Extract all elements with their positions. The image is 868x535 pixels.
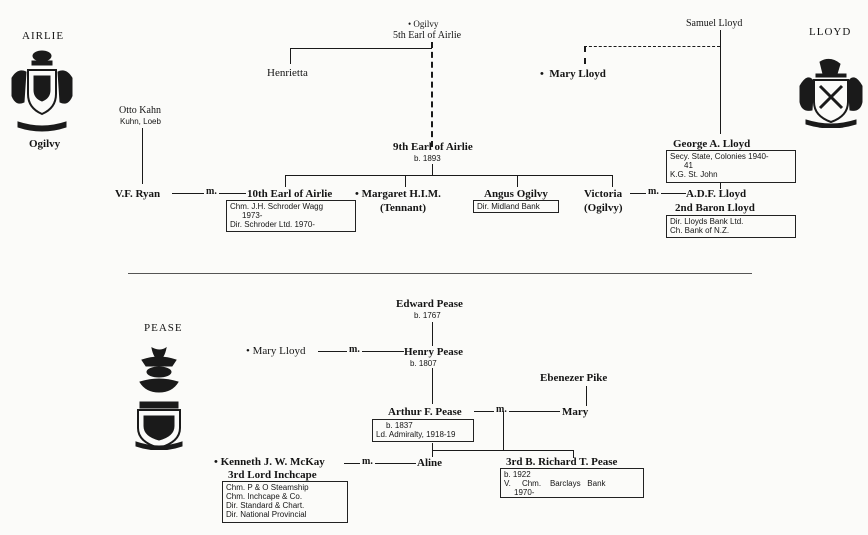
arthur-box: b. 1837 Ld. Admiralty, 1918-19 — [372, 419, 474, 442]
ninth-earl-born: b. 1893 — [414, 154, 441, 163]
child-drop-4 — [612, 175, 613, 187]
henrietta-drop — [290, 48, 291, 64]
victoria: Victoria — [584, 188, 623, 200]
victoria-ogilvy: (Ogilvy) — [584, 202, 623, 214]
otto-kahn: Otto Kahn — [119, 105, 161, 116]
otto-kahn-line — [142, 128, 143, 184]
edward-pease: Edward Pease — [396, 298, 463, 310]
kenneth-box: Chm. P & O Steamship Chm. Inchcape & Co.… — [222, 481, 348, 523]
ninth-earl: 9th Earl of Airlie — [393, 141, 473, 153]
richard-drop — [573, 450, 574, 458]
child-drop-1 — [285, 175, 286, 187]
adf-box-line: Dir. Lloyds Bank Ltd. — [670, 217, 744, 226]
kuhn-loeb: Kuhn, Loeb — [120, 117, 161, 126]
george-lloyd: George A. Lloyd — [673, 138, 751, 150]
ebenezer-line — [586, 386, 587, 406]
henrietta-branch — [290, 48, 432, 49]
richard-box-line: 1970- — [514, 488, 535, 497]
richard-box-line: V. Chm. Barclays Bank — [504, 479, 606, 488]
henry-born: b. 1807 — [410, 359, 437, 368]
house-label-pease: PEASE — [144, 322, 183, 334]
arthur-pease: Arthur F. Pease — [388, 406, 462, 418]
adf-box-line: Ch. Bank of N.Z. — [670, 226, 730, 235]
samuel-line — [720, 30, 721, 134]
kenneth-box-line: Dir. National Provincial — [226, 510, 307, 519]
arthur-children-bar — [432, 450, 574, 451]
richard-pease: 3rd B. Richard T. Pease — [506, 456, 618, 468]
pease-crest-icon — [135, 346, 183, 450]
mary-lloyd-branch — [584, 46, 720, 47]
tenth-earl: 10th Earl of Airlie — [247, 188, 333, 200]
lord-inchcape: 3rd Lord Inchcape — [228, 469, 317, 481]
arthur-box-line: b. 1837 — [386, 421, 413, 430]
ryan-married-marker: m. — [204, 186, 219, 197]
angus-box: Dir. Midland Bank — [473, 200, 559, 213]
pease-mary-lloyd: • Mary Lloyd — [246, 345, 306, 357]
george-box-line: Secy. State, Colonies 1940- — [670, 152, 769, 161]
kenneth-box-line: Chm. Inchcape & Co. — [226, 492, 303, 501]
mary-lloyd: • Mary Lloyd — [540, 68, 606, 80]
ebenezer-pike: Ebenezer Pike — [540, 372, 608, 384]
airlie-crest-icon — [11, 50, 73, 132]
adf-title: 2nd Baron Lloyd — [675, 202, 755, 214]
edward-born: b. 1767 — [414, 311, 441, 320]
henry-pease: Henry Pease — [404, 346, 463, 358]
fifth-earl: 5th Earl of Airlie — [393, 30, 462, 41]
arthur-children-drop — [503, 411, 504, 451]
henrietta: Henrietta — [267, 67, 308, 79]
adf-lloyd: A.D.F. Lloyd — [686, 188, 747, 200]
vf-ryan: V.F. Ryan — [115, 188, 161, 200]
edward-line — [432, 322, 433, 346]
arthur-box-line: Ld. Admiralty, 1918-19 — [376, 430, 456, 439]
fifth-earl-line — [431, 42, 433, 147]
kenneth-box-line: Chm. P & O Steamship — [226, 483, 309, 492]
george-to-adf-line — [720, 183, 721, 189]
house-label-lloyd: LLOYD — [809, 26, 852, 38]
angus-ogilvy: Angus Ogilvy — [484, 188, 548, 200]
house-label-ogilvy: Ogilvy — [29, 138, 61, 150]
henry-line — [432, 368, 433, 404]
child-drop-3 — [517, 175, 518, 187]
arthur-married-marker: m. — [494, 404, 509, 415]
aline: Aline — [417, 457, 443, 469]
ogilvy-top: • Ogilvy — [408, 19, 439, 29]
section-divider — [128, 273, 752, 274]
george-box: Secy. State, Colonies 1940- 41 K.G. St. … — [666, 150, 796, 183]
mary-lloyd-drop — [584, 46, 586, 64]
mary-pike: Mary — [562, 406, 589, 418]
lloyd-crest-icon — [799, 58, 863, 128]
tenth-earl-box-line: 1973- — [242, 211, 263, 220]
arthur-marriage-line — [474, 411, 560, 412]
aline-married-marker: m. — [360, 456, 375, 467]
aline-drop — [432, 443, 433, 457]
kenneth-box-line: Dir. Standard & Chart. — [226, 501, 305, 510]
tenth-earl-box: Chm. J.H. Schroder Wagg 1973- Dir. Schro… — [226, 200, 356, 232]
george-box-line: K.G. St. John — [670, 170, 718, 179]
kenneth-mckay: • Kenneth J. W. McKay — [214, 456, 325, 468]
ninth-earl-children-bar — [285, 175, 613, 176]
aline-marriage-line — [344, 463, 416, 464]
angus-box-line: Dir. Midland Bank — [477, 202, 540, 211]
house-label-airlie: AIRLIE — [22, 30, 65, 42]
richard-box-line: b. 1922 — [504, 470, 531, 479]
victoria-married-marker: m. — [646, 186, 661, 197]
henry-married-marker: m. — [347, 344, 362, 355]
richard-box: b. 1922 V. Chm. Barclays Bank 1970- — [500, 468, 644, 498]
ninth-earl-drop — [432, 164, 433, 176]
adf-box: Dir. Lloyds Bank Ltd. Ch. Bank of N.Z. — [666, 215, 796, 238]
samuel-lloyd: Samuel Lloyd — [686, 18, 743, 29]
george-box-line: 41 — [684, 161, 693, 170]
margaret: • Margaret H.I.M. — [355, 188, 441, 200]
tennant: (Tennant) — [380, 202, 427, 214]
tenth-earl-box-line: Dir. Schroder Ltd. 1970- — [230, 220, 315, 229]
child-drop-2 — [405, 175, 406, 187]
tenth-earl-box-line: Chm. J.H. Schroder Wagg — [230, 202, 324, 211]
